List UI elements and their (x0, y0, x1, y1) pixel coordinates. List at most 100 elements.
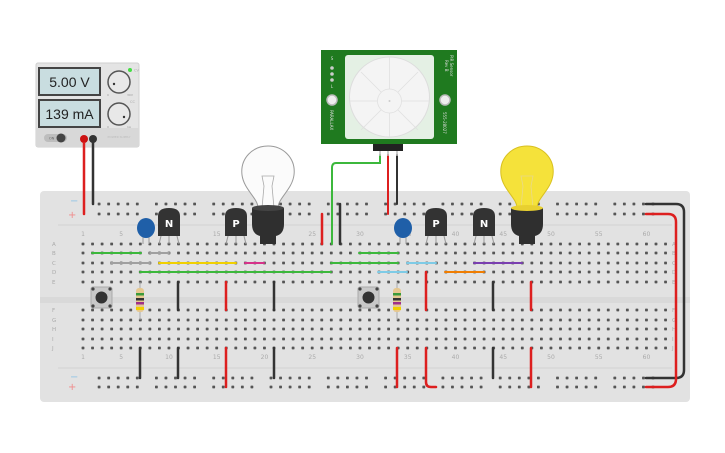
breadboard-hole[interactable] (81, 242, 85, 246)
breadboard-hole[interactable] (645, 280, 648, 284)
breadboard-hole[interactable] (396, 337, 400, 341)
breadboard-hole[interactable] (568, 346, 572, 350)
breadboard-hole[interactable] (358, 318, 362, 322)
breadboard-hole[interactable] (329, 308, 333, 312)
breadboard-hole[interactable] (511, 308, 515, 312)
breadboard-hole[interactable] (597, 242, 601, 246)
breadboard-hole[interactable] (320, 318, 324, 322)
breadboard-hole[interactable] (177, 327, 180, 331)
wires[interactable] (82, 141, 686, 389)
breadboard-hole[interactable] (625, 337, 629, 341)
breadboard-hole[interactable] (298, 385, 302, 389)
breadboard-hole[interactable] (129, 337, 133, 341)
breadboard-hole[interactable] (129, 280, 133, 284)
breadboard-hole[interactable] (174, 376, 177, 380)
breadboard-hole[interactable] (508, 202, 512, 206)
breadboard-hole[interactable] (594, 202, 598, 206)
breadboard-hole[interactable] (635, 337, 639, 341)
breadboard-hole[interactable] (234, 337, 238, 341)
breadboard-hole[interactable] (158, 308, 161, 312)
npn-transistor-2[interactable]: N (473, 208, 495, 245)
breadboard-hole[interactable] (282, 280, 285, 284)
breadboard-hole[interactable] (346, 385, 349, 389)
breadboard-hole[interactable] (387, 280, 390, 284)
breadboard-hole[interactable] (434, 308, 438, 312)
breadboard-hole[interactable] (520, 318, 524, 322)
breadboard-hole[interactable] (540, 251, 543, 255)
breadboard-hole[interactable] (263, 251, 266, 255)
breadboard-hole[interactable] (635, 318, 639, 322)
breadboard-hole[interactable] (444, 337, 448, 341)
breadboard-hole[interactable] (119, 327, 123, 331)
breadboard-hole[interactable] (100, 270, 104, 274)
breadboard-hole[interactable] (454, 337, 457, 341)
breadboard-hole[interactable] (406, 337, 410, 341)
breadboard-hole[interactable] (346, 212, 349, 216)
breadboard-hole[interactable] (654, 251, 658, 255)
breadboard-hole[interactable] (253, 308, 257, 312)
breadboard-hole[interactable] (632, 385, 636, 389)
breadboard-hole[interactable] (298, 376, 302, 380)
breadboard-hole[interactable] (559, 242, 562, 246)
breadboard-hole[interactable] (396, 327, 400, 331)
breadboard-hole[interactable] (540, 242, 543, 246)
breadboard-hole[interactable] (473, 280, 476, 284)
breadboard-hole[interactable] (406, 280, 410, 284)
breadboard-hole[interactable] (403, 212, 407, 216)
breadboard-hole[interactable] (177, 318, 180, 322)
breadboard-hole[interactable] (616, 270, 620, 274)
breadboard-hole[interactable] (434, 346, 438, 350)
breadboard-hole[interactable] (645, 261, 648, 265)
breadboard-hole[interactable] (460, 202, 464, 206)
breadboard-hole[interactable] (530, 270, 534, 274)
breadboard-hole[interactable] (520, 270, 524, 274)
breadboard-hole[interactable] (540, 318, 543, 322)
breadboard-hole[interactable] (645, 337, 648, 341)
breadboard-hole[interactable] (186, 318, 190, 322)
breadboard-hole[interactable] (301, 242, 305, 246)
breadboard-hole[interactable] (559, 337, 562, 341)
breadboard-hole[interactable] (263, 346, 266, 350)
breadboard-hole[interactable] (568, 337, 572, 341)
breadboard-hole[interactable] (231, 376, 235, 380)
breadboard-hole[interactable] (81, 308, 85, 312)
breadboard-hole[interactable] (221, 376, 225, 380)
breadboard-hole[interactable] (155, 212, 158, 216)
breadboard-hole[interactable] (243, 337, 247, 341)
breadboard-hole[interactable] (441, 376, 445, 380)
breadboard-hole[interactable] (622, 385, 626, 389)
breadboard-hole[interactable] (126, 212, 130, 216)
breadboard-hole[interactable] (559, 251, 562, 255)
breadboard-hole[interactable] (158, 327, 161, 331)
breadboard-hole[interactable] (97, 212, 101, 216)
breadboard-hole[interactable] (498, 376, 502, 380)
breadboard-hole[interactable] (511, 242, 515, 246)
current-knob[interactable] (107, 102, 131, 126)
breadboard-hole[interactable] (412, 202, 416, 206)
breadboard-hole[interactable] (625, 261, 629, 265)
breadboard-hole[interactable] (498, 385, 502, 389)
breadboard-hole[interactable] (167, 327, 171, 331)
breadboard-hole[interactable] (527, 385, 531, 389)
breadboard-hole[interactable] (100, 280, 104, 284)
resistor-2[interactable] (393, 282, 401, 320)
breadboard-hole[interactable] (263, 337, 266, 341)
breadboard-hole[interactable] (193, 212, 196, 216)
breadboard-hole[interactable] (196, 318, 199, 322)
breadboard-hole[interactable] (441, 385, 445, 389)
breadboard-hole[interactable] (310, 242, 314, 246)
breadboard-hole[interactable] (384, 376, 387, 380)
breadboard-hole[interactable] (107, 376, 111, 380)
breadboard-hole[interactable] (193, 385, 196, 389)
breadboard-hole[interactable] (594, 376, 598, 380)
breadboard-hole[interactable] (606, 346, 610, 350)
breadboard-hole[interactable] (183, 385, 187, 389)
breadboard-hole[interactable] (412, 385, 416, 389)
breadboard-hole[interactable] (501, 270, 505, 274)
breadboard-hole[interactable] (540, 261, 543, 265)
breadboard-hole[interactable] (129, 327, 133, 331)
breadboard-hole[interactable] (138, 337, 142, 341)
breadboard-hole[interactable] (587, 337, 591, 341)
breadboard-hole[interactable] (272, 318, 276, 322)
